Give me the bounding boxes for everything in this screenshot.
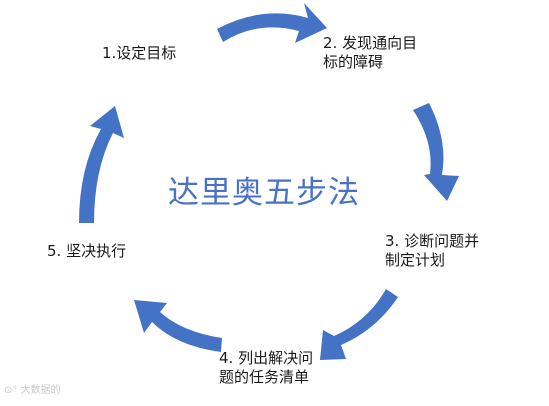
- arrow-top: [217, 3, 327, 43]
- step-1-label: 1.设定目标: [102, 44, 177, 62]
- watermark: ⊙° 大数据的: [4, 384, 61, 398]
- watermark-text: 大数据的: [20, 385, 61, 396]
- arrow-bottom-right: [320, 289, 398, 360]
- arrow-right: [413, 103, 459, 201]
- step-5-label: 5. 坚决执行: [47, 242, 127, 260]
- watermark-logo-icon: ⊙°: [4, 385, 18, 396]
- step-2-label: 2. 发现通向目 标的障碍: [323, 34, 418, 71]
- step-3-label: 3. 诊断问题并 制定计划: [385, 232, 480, 269]
- arrow-left: [79, 106, 124, 223]
- step-4-label: 4. 列出解决问 题的任务清单: [219, 349, 314, 386]
- arrow-bottom-left: [134, 300, 222, 352]
- diagram-title: 达里奥五步法: [168, 175, 360, 211]
